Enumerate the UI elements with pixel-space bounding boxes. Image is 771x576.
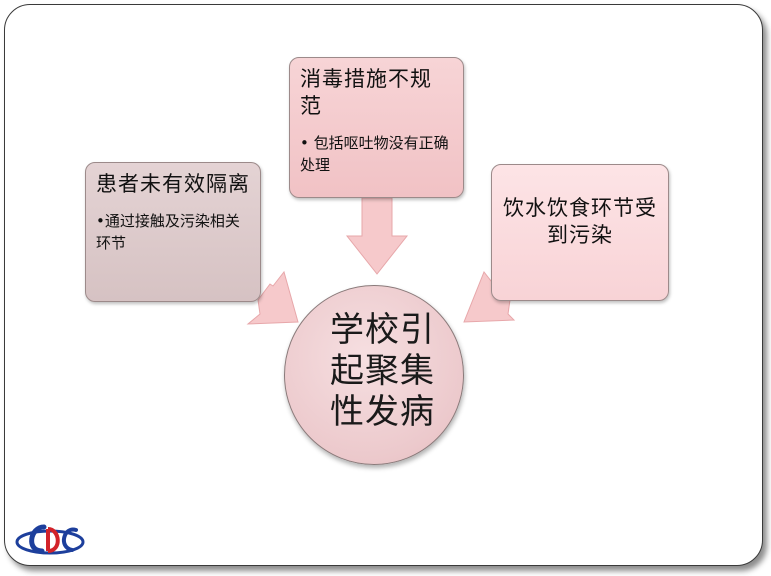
cause-title-isolation: 患者未有效隔离	[96, 172, 250, 196]
cause-box-food-water: 饮水饮食环节受到污染	[491, 164, 669, 301]
cause-box-disinfection: 消毒措施不规范 • 包括呕吐物没有正确处理	[289, 57, 464, 198]
cause-title-disinfection: 消毒措施不规范	[300, 67, 432, 118]
cause-bullet-disinfection: • 包括呕吐物没有正确处理	[300, 134, 449, 174]
cause-title-food-water: 饮水饮食环节受到污染	[503, 196, 657, 247]
arrow-top-down	[345, 197, 409, 275]
cause-bullet-isolation: •通过接触及污染相关环节	[96, 212, 240, 252]
arrow-left-diagonal	[246, 270, 299, 325]
center-outcome-circle	[284, 285, 464, 465]
cause-box-isolation: 患者未有效隔离 •通过接触及污染相关环节	[85, 162, 261, 302]
center-outcome-text: 学校引起聚集性发病	[330, 310, 435, 432]
cdc-logo-icon	[15, 524, 85, 555]
